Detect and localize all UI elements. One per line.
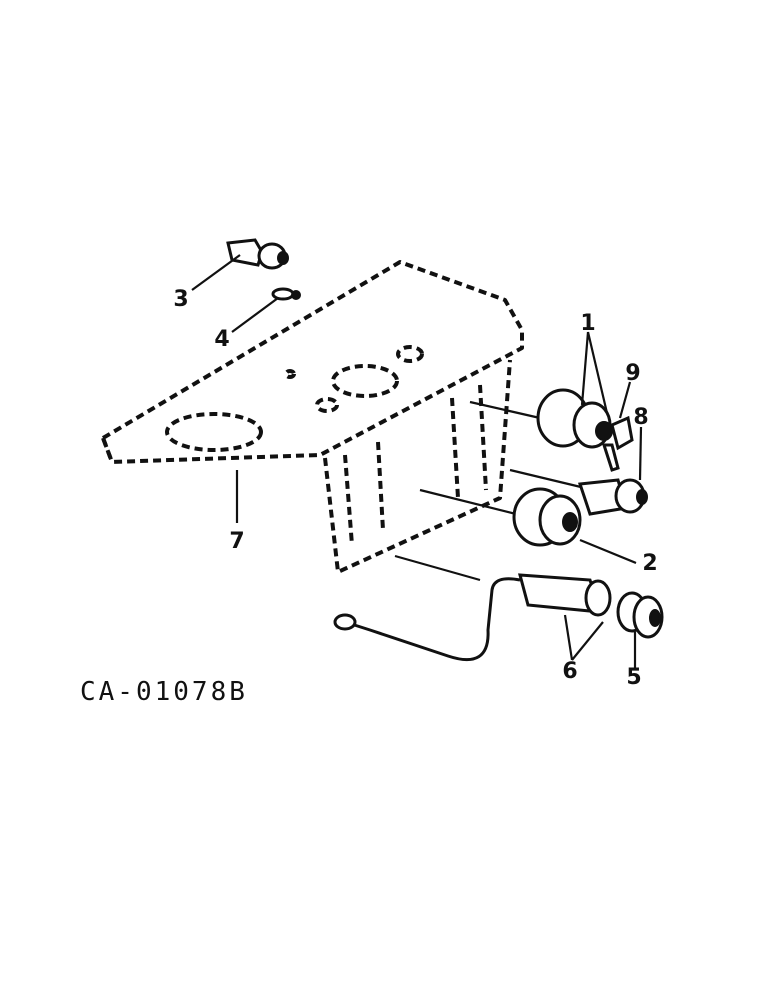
bulb-part xyxy=(271,287,301,301)
callout-1: 1 xyxy=(580,311,595,336)
callout-7: 7 xyxy=(229,529,244,554)
ignition-switch xyxy=(536,388,634,472)
instrument-panel xyxy=(101,260,524,464)
callout-9: 9 xyxy=(625,361,640,386)
callout-leaders xyxy=(191,254,643,668)
lighter-knob xyxy=(616,591,664,639)
callout-8: 8 xyxy=(633,405,648,430)
lighter-with-cable xyxy=(333,573,612,662)
assembly-lines xyxy=(394,400,586,582)
callout-5: 5 xyxy=(626,665,641,690)
gauge-part xyxy=(512,487,582,547)
switch-connector xyxy=(577,478,648,516)
callout-4: 4 xyxy=(214,327,229,352)
reference-code: CA-01078B xyxy=(80,677,248,707)
callout-6: 6 xyxy=(562,659,577,684)
sender-part xyxy=(226,238,289,270)
callout-3: 3 xyxy=(173,287,188,312)
mounting-bracket xyxy=(323,359,512,574)
callout-2: 2 xyxy=(642,551,657,576)
